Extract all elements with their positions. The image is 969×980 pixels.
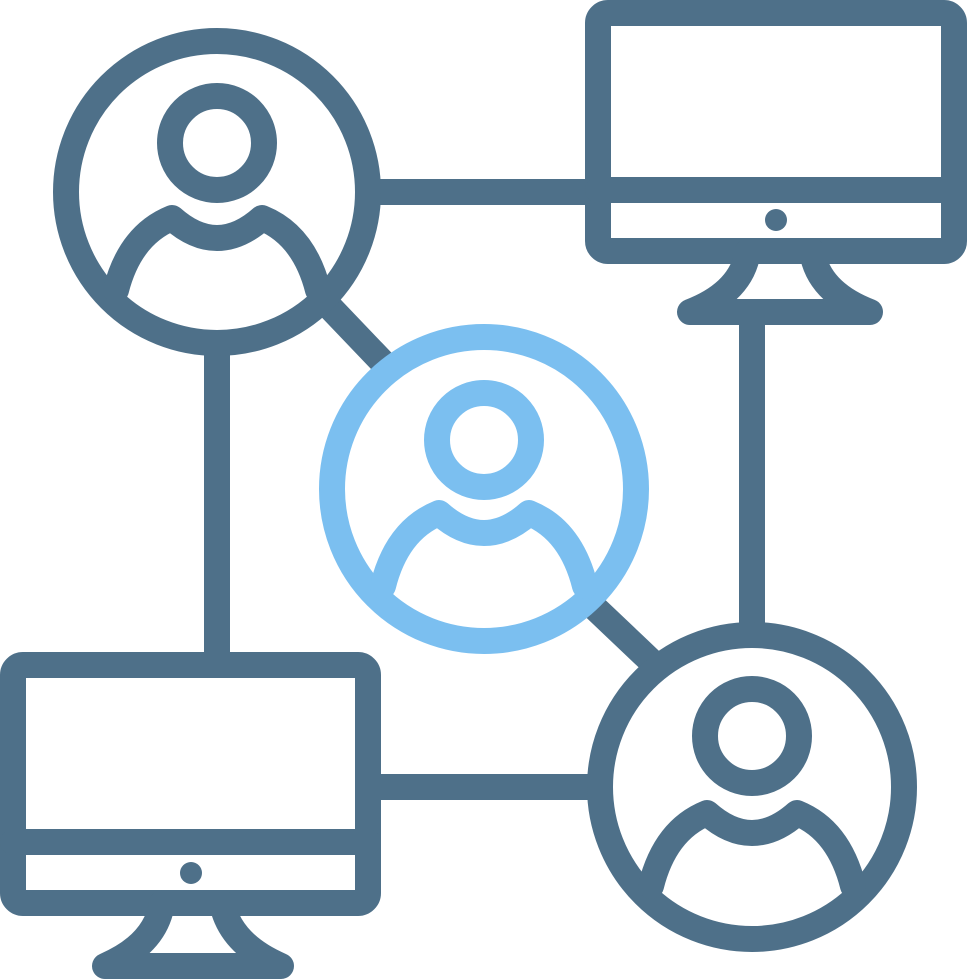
connector-user-top-left-to-user-center [312,289,403,383]
user-head-icon [692,676,812,796]
monitor-stand [677,238,883,325]
user-node-top-left [53,28,381,356]
monitor-power-dot [180,862,202,884]
connections [204,179,765,800]
user-node-center [319,324,649,654]
user-body-icon [638,800,866,899]
monitor-stand [92,890,294,979]
monitor-power-dot [765,209,787,231]
monitor-node-top-right [585,0,967,325]
monitor-node-bottom-left [0,652,381,979]
connector-user-center-to-user-bottom-right [582,595,668,678]
user-body-icon [103,205,331,303]
user-node-bottom-right [587,622,917,952]
user-head-icon [424,380,544,500]
user-body-icon [370,500,598,599]
user-head-icon [157,83,277,203]
